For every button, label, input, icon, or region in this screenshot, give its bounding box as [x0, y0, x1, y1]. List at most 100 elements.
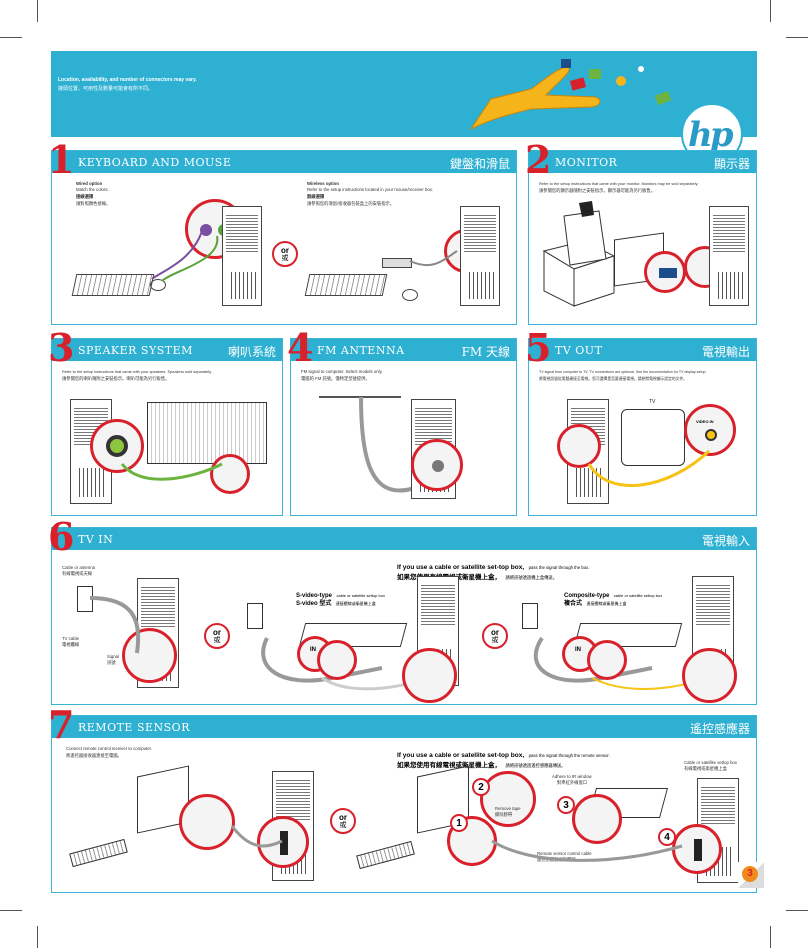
panel-header: FM ANTENNA FM 天線 — [291, 339, 516, 361]
settop-box-label-zh: 有線電視或衛星機上盒 — [684, 766, 727, 771]
svideo-title-zh: S-video 型式 — [296, 601, 332, 607]
panel-header: TV OUT 電視輸出 — [529, 339, 756, 361]
video-in-port — [705, 429, 717, 441]
panel-keyboard-mouse: KEYBOARD AND MOUSE 鍵盤和滑鼠 1 Wired option … — [48, 141, 517, 325]
speaker-input-zoom — [210, 454, 250, 494]
panel-title-en: SPEAKER SYSTEM — [78, 344, 193, 357]
panel-title-en: MONITOR — [555, 156, 618, 169]
tv-cable-label: TV cable — [62, 636, 79, 641]
tv-cable-label-zh: 電視纜線 — [62, 642, 80, 647]
tv-illustration — [621, 409, 685, 466]
fm-antenna-illustration — [319, 396, 439, 493]
step-number: 3 — [48, 325, 75, 370]
composite-title: Composite-type — [564, 593, 610, 599]
panel-remote-sensor: REMOTE SENSOR 遙控感應器 7 Connect remote con… — [48, 706, 757, 893]
panel-title-en: FM ANTENNA — [317, 344, 405, 357]
in-label: IN — [575, 647, 581, 653]
usb-port — [694, 839, 702, 861]
panel-fm-antenna: FM ANTENNA FM 天線 4 FM signal to computer… — [287, 329, 517, 516]
banner-note-en: Location, availability, and number of co… — [58, 77, 197, 83]
settop-note-zh: 如果您使用有線電視或衛星機上盒， 請將訊號透過遙控感應器傳送。 — [397, 754, 566, 772]
step-number: 2 — [525, 137, 552, 182]
fm-desc-zh: 電腦的 FM 訊號。僅特定型號提供。 — [301, 376, 370, 381]
or-label: or — [213, 628, 221, 637]
settop-note: If you use a cable or satellite set-top … — [397, 744, 610, 762]
video-in-zoom: VIDEO IN — [684, 404, 736, 456]
panel-tv-in: TV IN 電視輸入 6 Cable or antenna 有線電視或天線 TV… — [48, 518, 757, 705]
or-label: or — [339, 813, 347, 822]
signal-label-zh: 訊號 — [107, 660, 116, 665]
panel-title-en: TV IN — [78, 533, 114, 546]
composite-title-zh: 複合式 — [564, 601, 583, 607]
wired-desc: Match the colors. — [76, 187, 109, 192]
cable-antenna-label-zh: 有線電視或天線 — [62, 571, 93, 576]
panel-header: REMOTE SENSOR 遙控感應器 — [52, 716, 756, 738]
audio-line-out-port — [106, 435, 128, 457]
svideo-option-title: S-video-type cable or satellite settop b… — [296, 584, 385, 602]
wall-jack — [522, 603, 538, 629]
sensor-cable-label: Remote sensor control cable — [537, 851, 592, 856]
wireless-desc-zh: 請參照您的滑鼠/接收器包裝盒上的安裝指示。 — [307, 201, 395, 206]
crop-mark — [37, 926, 38, 948]
or-label-zh: 或 — [491, 637, 499, 644]
step-number: 4 — [287, 325, 314, 370]
panel-speaker-system: SPEAKER SYSTEM 喇叭系統 3 Refer to the setup… — [48, 329, 283, 516]
composite-desc: cable or satellite settop box — [613, 593, 663, 598]
wired-title: Wired option — [76, 181, 103, 186]
step-number: 5 — [525, 325, 552, 370]
tvout-desc-zh: 將電視訊號從電腦連接至電視。您可選擇是否要連接電視。請參閱電視顯示設定的文件。 — [539, 377, 688, 381]
remove-tape-label: Remove tape — [495, 806, 521, 811]
svideo-desc-zh: 連接纜線或衛星機上盒 — [335, 601, 376, 606]
monitor-box-illustration — [542, 201, 616, 307]
in-label: IN — [310, 647, 316, 653]
or-badge: or 或 — [330, 808, 356, 834]
monitor-desc-zh: 請參閱您的顯示器隨附之安裝指示。顯示器可能為另行販售。 — [539, 188, 656, 193]
svideo-desc: cable or satellite settop box — [336, 593, 385, 598]
usb-port-zoom — [672, 824, 722, 874]
panel-title-en: KEYBOARD AND MOUSE — [78, 156, 232, 169]
svideo-out-zoom — [557, 424, 601, 468]
panel-tv-out: TV OUT 電視輸出 5 TV signal from computer to… — [525, 329, 757, 516]
signal-label: Signal — [107, 654, 119, 659]
wired-desc-zh: 請對照顏色接線。 — [76, 201, 111, 206]
panel-header: MONITOR 顯示器 — [529, 151, 756, 173]
panel-title-zh: FM 天線 — [461, 345, 510, 359]
cables — [151, 230, 458, 282]
adhere-label: Adhere to IR window — [552, 774, 592, 779]
wireless-desc: Refer to the setup instructions located … — [307, 187, 434, 192]
settop-note-zh-tail: 請將訊號透過遙控感應器傳送。 — [505, 763, 566, 768]
computer-svideo-zoom — [402, 648, 457, 703]
crop-mark — [786, 910, 808, 911]
speaker-desc: Refer to the setup instructions that cam… — [62, 369, 213, 374]
settop-note-zh-tail: 請將訊號透過機上盒傳送。 — [505, 575, 558, 580]
computer-tower — [460, 206, 500, 306]
wired-title-zh: 接線選擇 — [76, 194, 94, 199]
fm-port-zoom — [411, 439, 463, 491]
step-1-badge: 1 — [450, 814, 468, 832]
usb-port-zoom — [257, 816, 309, 868]
step-number: 1 — [48, 137, 75, 182]
cable-antenna-label: Cable or antenna — [62, 565, 95, 570]
panel-header: SPEAKER SYSTEM 喇叭系統 — [52, 339, 282, 361]
or-badge: or 或 — [482, 623, 508, 649]
computer-tower — [222, 206, 262, 306]
remove-tape-label-zh: 撕除膠帶 — [495, 812, 513, 817]
or-badge: or 或 — [204, 623, 230, 649]
banner-note-zh: 接頭位置、可用性及數量可能會有所不同。 — [58, 86, 154, 92]
settop-note: If you use a cable or satellite set-top … — [397, 556, 590, 574]
speaker-cable — [120, 462, 223, 481]
panel-monitor: MONITOR 顯示器 2 Refer to the setup instruc… — [525, 141, 757, 325]
speaker-system-illustration — [147, 402, 267, 464]
panel-title-zh: 電視輸出 — [701, 345, 750, 359]
audio-port-zoom — [90, 419, 144, 473]
crop-mark — [770, 0, 771, 22]
usb-port — [280, 831, 288, 855]
sensor-zoom — [179, 794, 235, 850]
settop-note-tail: pass the signal through the remote senso… — [528, 753, 610, 758]
panel-title-zh: 喇叭系統 — [227, 345, 276, 359]
mouse — [150, 279, 166, 291]
or-label: or — [491, 628, 499, 637]
or-label-zh: 或 — [339, 822, 347, 829]
composite-desc-zh: 連接纜線或衛星機上盒 — [586, 601, 627, 606]
panel-title-zh: 鍵盤和滑鼠 — [449, 157, 510, 171]
